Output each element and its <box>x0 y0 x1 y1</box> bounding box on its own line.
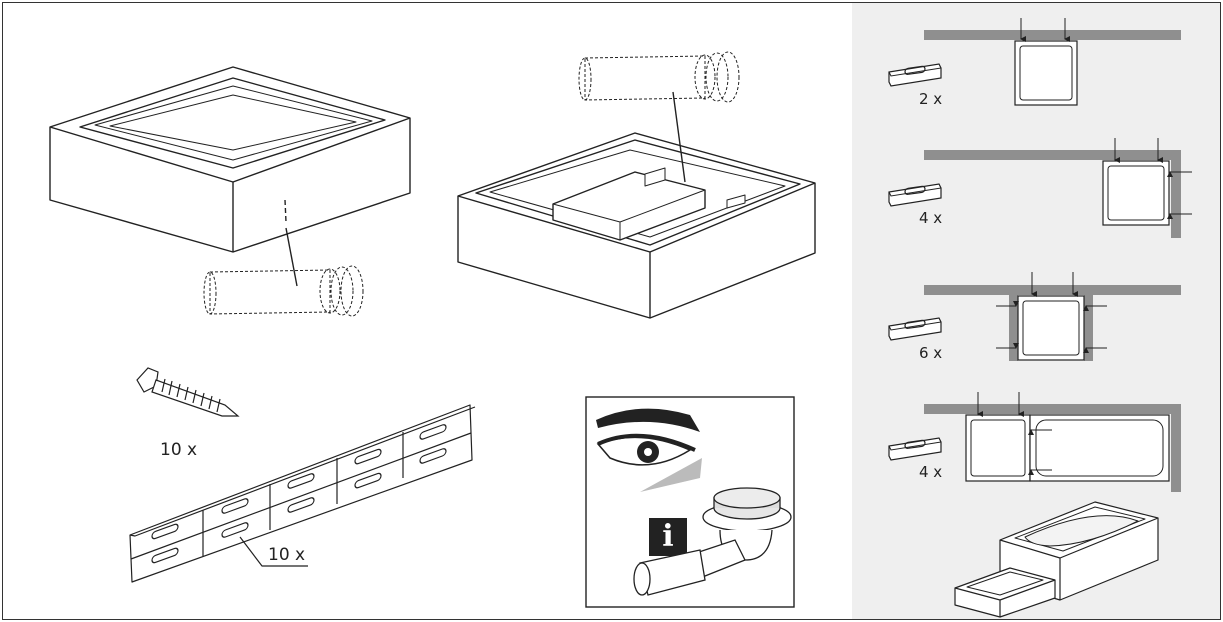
config-4 <box>888 392 1181 492</box>
config-1 <box>888 18 1181 106</box>
tray-front-view <box>49 66 411 287</box>
config-2 <box>888 138 1192 238</box>
drain-illustration <box>633 487 792 596</box>
mounting-clips-illustration <box>129 404 476 583</box>
info-panel <box>585 396 795 608</box>
bathtub-with-tray-illustration <box>954 501 1159 618</box>
config-2-quantity-label: 4 x <box>919 209 943 227</box>
config-1-quantity-label: 2 x <box>919 90 943 108</box>
config-4-quantity-label: 4 x <box>919 463 943 481</box>
info-icon: i <box>662 519 674 554</box>
config-3 <box>888 272 1181 361</box>
config-3-quantity-label: 6 x <box>919 344 943 362</box>
screw-quantity-label: 10 x <box>160 440 198 460</box>
drain-pipe-top <box>578 51 740 103</box>
drain-pipe-left <box>203 265 364 317</box>
tray-support-frame <box>457 91 816 319</box>
screw-illustration <box>136 367 240 417</box>
clip-quantity-label: 10 x <box>268 545 306 565</box>
